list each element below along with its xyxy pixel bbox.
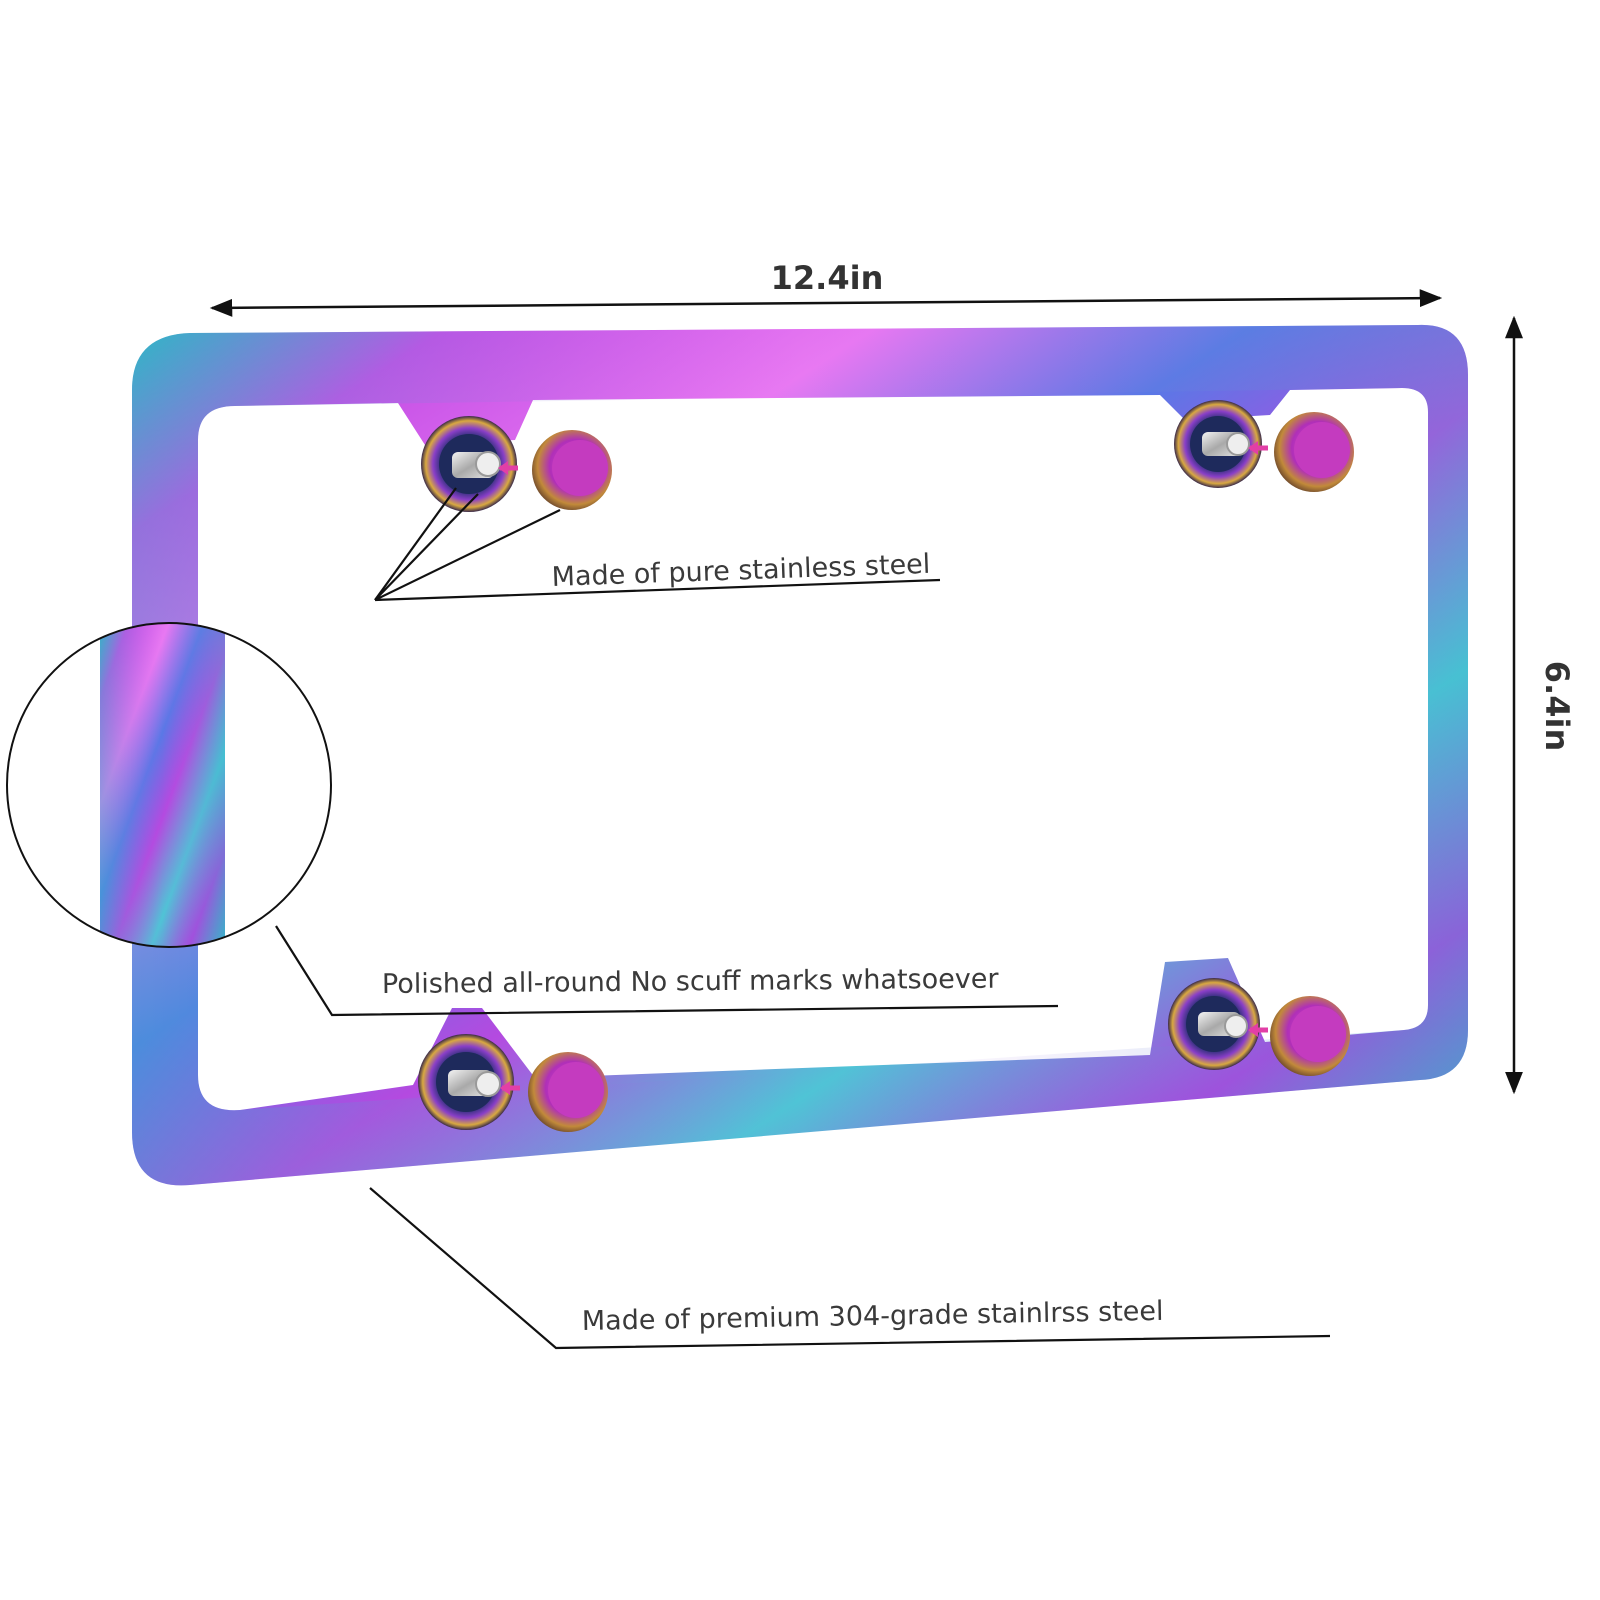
screw-icon: [421, 416, 518, 512]
width-dimension: 12.4in: [209, 259, 1443, 317]
hardware-top-right: [1174, 400, 1354, 492]
width-label: 12.4in: [771, 259, 884, 297]
callout-polish: Polished all-round No scuff marks whatso…: [275, 925, 1059, 1017]
screw-icon: [1168, 978, 1268, 1070]
magnifier-circle: [6, 622, 332, 948]
hardware-top-left: [421, 416, 612, 512]
hardware-bottom-left: [418, 1034, 608, 1132]
hardware-bottom-right: [1168, 978, 1350, 1076]
license-plate-frame: [132, 324, 1468, 1186]
callout-polish-text: Polished all-round No scuff marks whatso…: [382, 964, 1000, 1000]
height-dimension: 6.4in: [1505, 315, 1576, 1095]
screw-cap-icon: [532, 430, 612, 510]
callout-hardware-text: Made of pure stainless steel: [551, 549, 931, 593]
screw-icon: [418, 1034, 520, 1130]
callout-material-text: Made of premium 304-grade stainlrss stee…: [582, 1296, 1164, 1337]
screw-cap-icon: [1274, 412, 1354, 492]
screw-cap-icon: [1270, 996, 1350, 1076]
callout-material: Made of premium 304-grade stainlrss stee…: [369, 1187, 1331, 1350]
screw-cap-icon: [528, 1052, 608, 1132]
screw-icon: [1174, 400, 1268, 488]
height-label: 6.4in: [1538, 661, 1576, 751]
